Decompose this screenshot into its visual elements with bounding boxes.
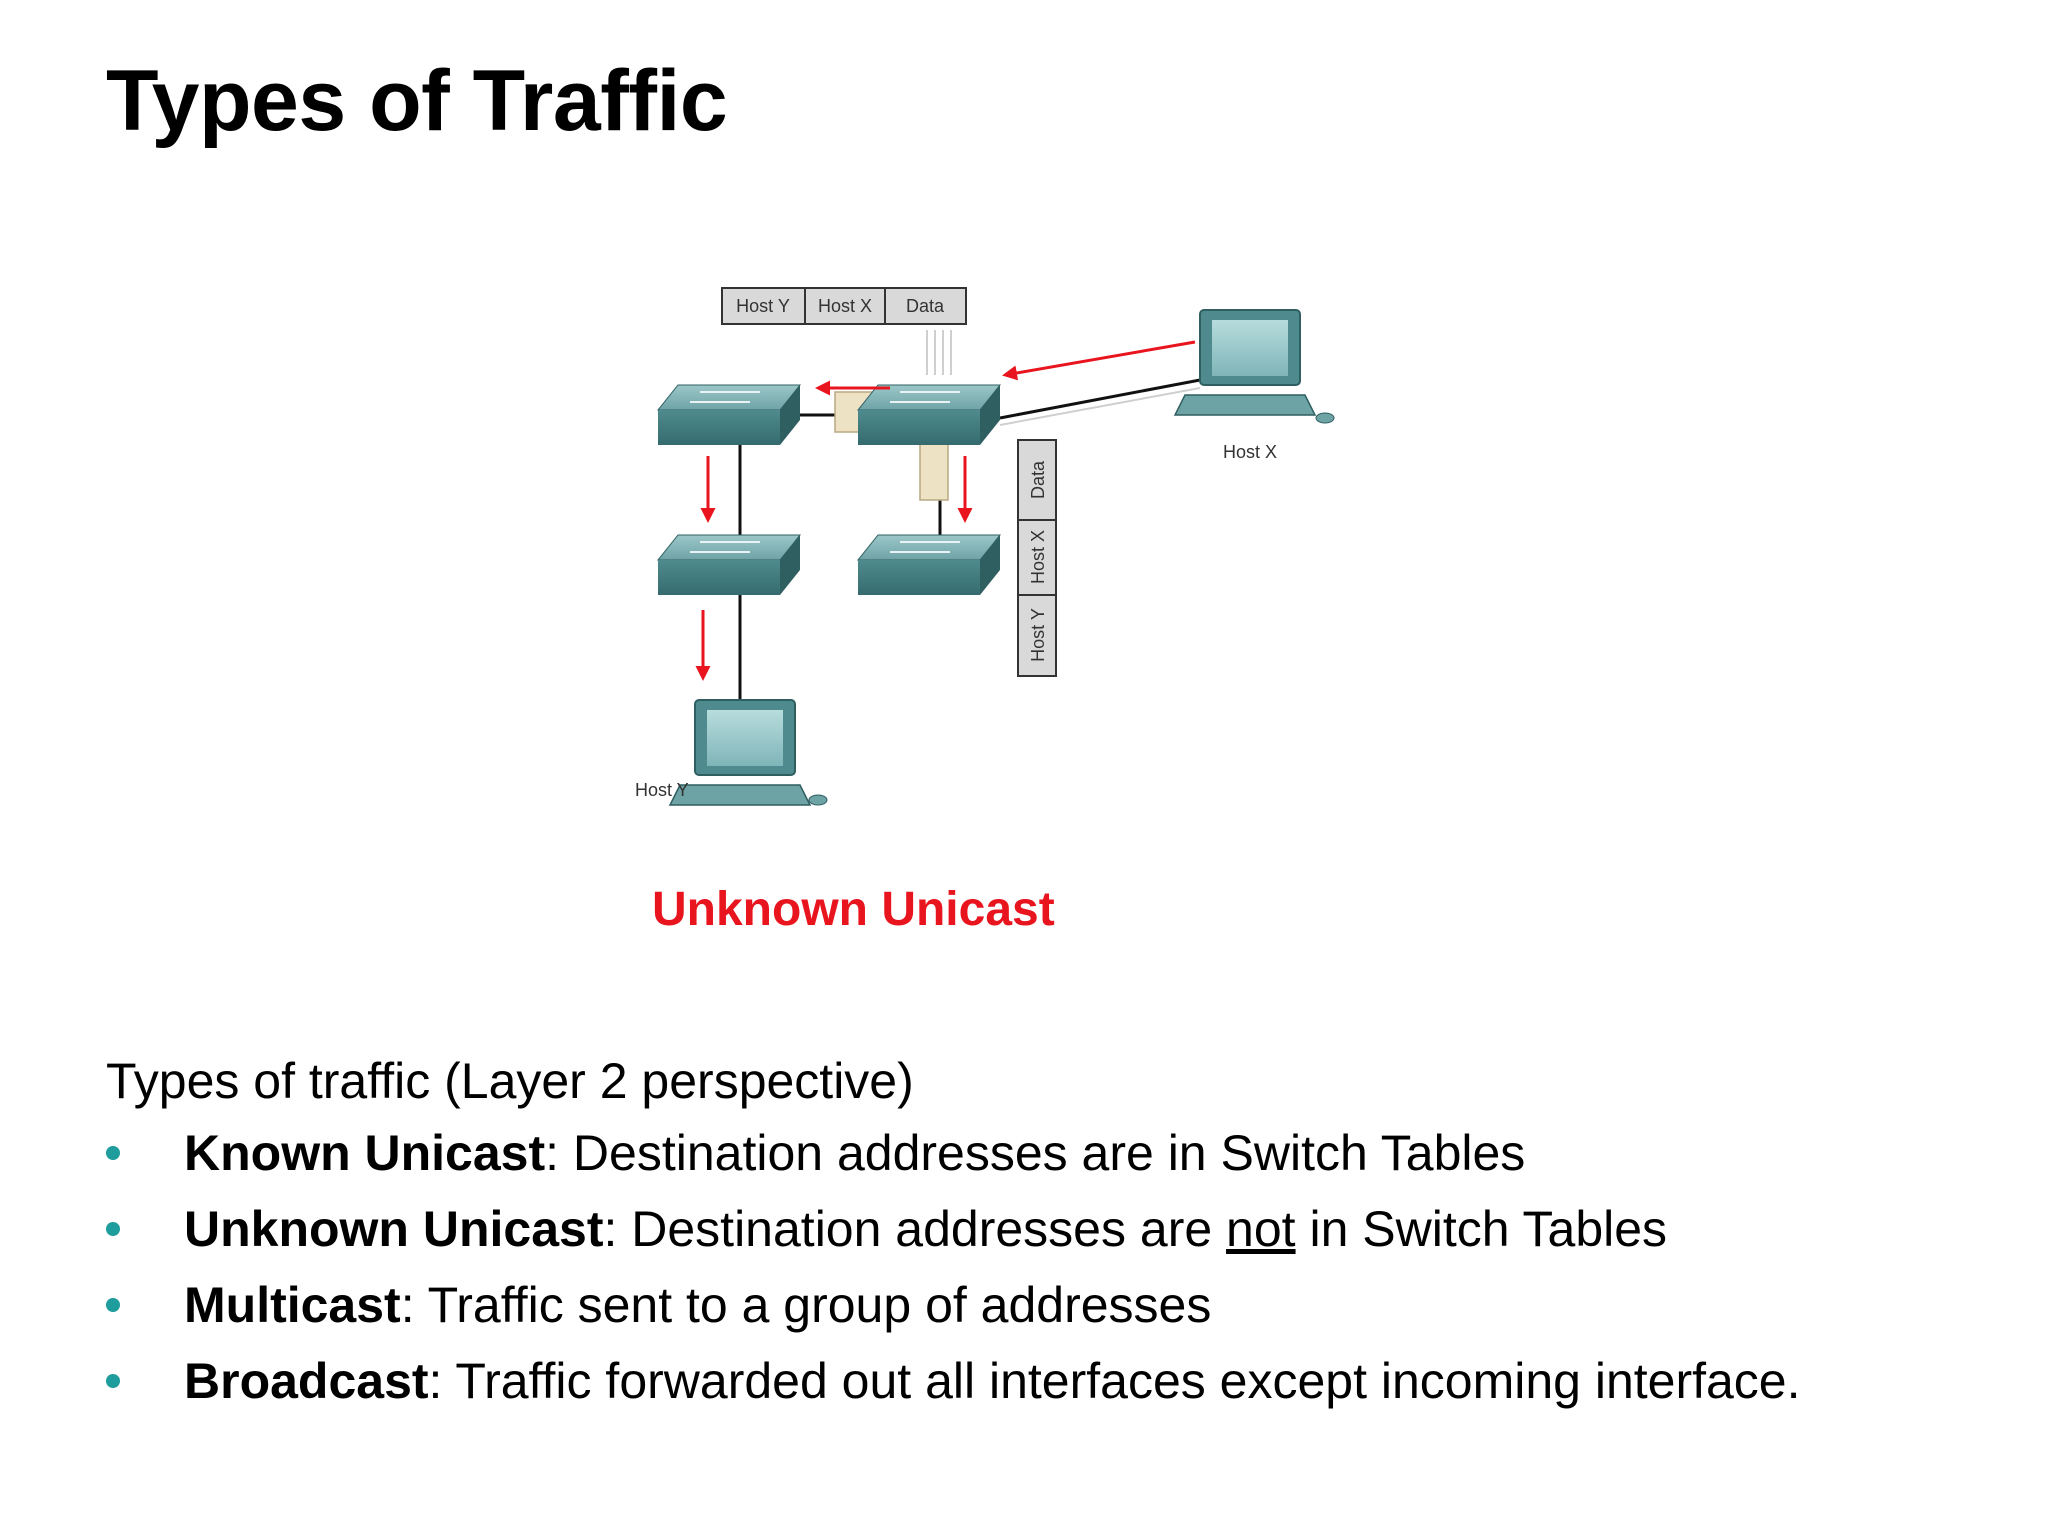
network-diagram: Host X Host Y Host Y Host X Data xyxy=(560,270,1360,850)
frame-field-data: Data xyxy=(906,296,945,316)
bullet-icon xyxy=(106,1298,120,1312)
frame-header-vertical: Data Host X Host Y xyxy=(1017,439,1057,677)
bullet-term: Broadcast xyxy=(184,1353,429,1409)
bullet-icon xyxy=(106,1374,120,1388)
bullet-desc: : Traffic sent to a group of addresses xyxy=(400,1277,1212,1333)
list-item: Multicast: Traffic sent to a group of ad… xyxy=(106,1274,2006,1336)
page-title: Types of Traffic xyxy=(106,53,728,149)
traffic-types-list: Known Unicast: Destination addresses are… xyxy=(106,1122,2006,1412)
switch-icon xyxy=(856,384,1002,445)
bullet-desc: in Switch Tables xyxy=(1295,1201,1668,1257)
bullet-desc: : Destination addresses are in Switch Ta… xyxy=(545,1125,1526,1181)
diagram-caption: Unknown Unicast xyxy=(652,883,1055,936)
bullet-term: Multicast xyxy=(184,1277,401,1333)
frame-header-horizontal: Host Y Host X Data xyxy=(721,287,967,325)
bullet-emphasis: not xyxy=(1226,1201,1296,1257)
switch-icon xyxy=(856,534,1002,595)
switch-icon xyxy=(656,384,802,445)
bullet-icon xyxy=(106,1146,120,1160)
bullet-desc: : Destination addresses are xyxy=(603,1201,1227,1257)
switch-icon xyxy=(656,534,802,595)
list-item: Known Unicast: Destination addresses are… xyxy=(106,1122,2006,1184)
intro-text: Types of traffic (Layer 2 perspective) xyxy=(106,1053,914,1109)
body-content: Types of traffic (Layer 2 perspective) K… xyxy=(106,1048,2006,1426)
frame-field-src: Host X xyxy=(818,296,872,316)
frame-packet xyxy=(919,437,949,501)
bullet-icon xyxy=(106,1222,120,1236)
bullet-desc: : Traffic forwarded out all interfaces e… xyxy=(428,1353,1801,1409)
computer-icon xyxy=(1173,309,1335,424)
host-y-label: Host Y xyxy=(635,780,689,800)
list-item: Unknown Unicast: Destination addresses a… xyxy=(106,1198,2006,1260)
frame-field-data-vertical: Data xyxy=(1028,460,1048,499)
frame-field-dest-vertical: Host Y xyxy=(1028,608,1048,662)
bullet-term: Unknown Unicast xyxy=(184,1201,604,1257)
list-item: Broadcast: Traffic forwarded out all int… xyxy=(106,1350,2006,1412)
arrow-icon xyxy=(695,340,1196,681)
bullet-term: Known Unicast xyxy=(184,1125,546,1181)
frame-field-src-vertical: Host X xyxy=(1028,530,1048,584)
host-x-label: Host X xyxy=(1223,442,1277,462)
cable-shadows xyxy=(926,330,1201,426)
frame-field-dest: Host Y xyxy=(736,296,790,316)
computer-icon xyxy=(668,699,828,806)
